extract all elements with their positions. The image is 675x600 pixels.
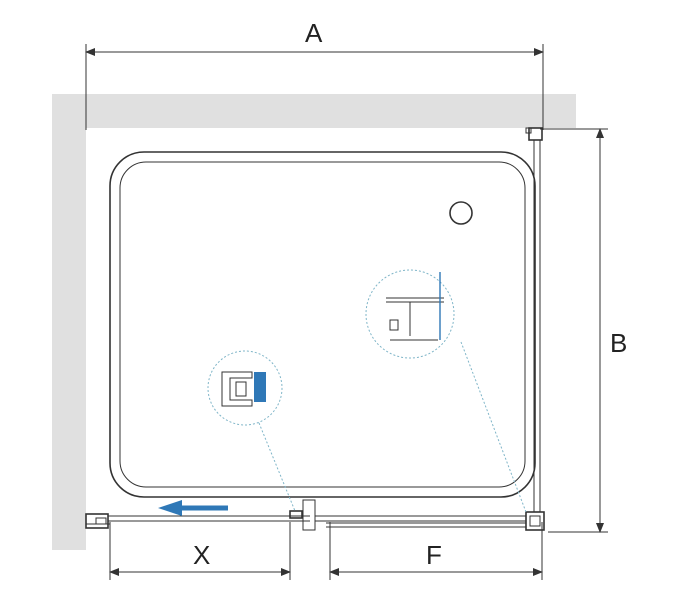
shower-tray xyxy=(109,151,536,498)
dimension-a-label: A xyxy=(305,18,323,48)
back-wall xyxy=(52,94,576,128)
front-glass-panels xyxy=(85,499,526,531)
dimension-a: A xyxy=(85,18,544,130)
arrow-left-icon xyxy=(158,500,228,516)
dimension-x-label: X xyxy=(193,540,210,570)
walls xyxy=(52,94,576,550)
dimension-f-label: F xyxy=(426,540,442,570)
side-wall xyxy=(52,94,86,550)
dimension-f: F xyxy=(329,522,543,580)
dimension-x: X xyxy=(109,522,291,580)
dimension-b-label: B xyxy=(610,328,627,358)
callout-corner-detail xyxy=(365,269,527,513)
blue-seal xyxy=(254,372,266,402)
callout-profile-detail xyxy=(207,350,296,512)
drain-circle-icon xyxy=(449,201,473,225)
dimension-b: B xyxy=(540,128,627,533)
